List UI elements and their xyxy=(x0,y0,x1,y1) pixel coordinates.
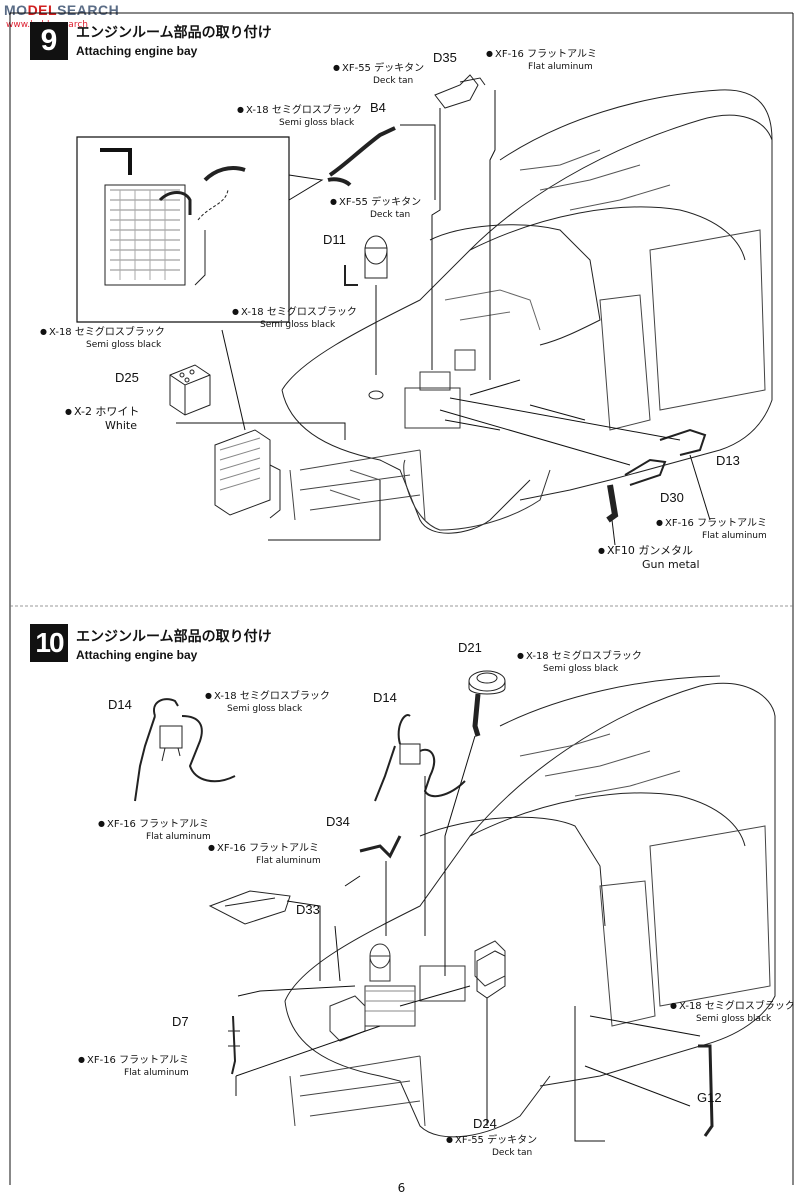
paint-x18-b-en: Semi gloss black xyxy=(260,320,336,330)
paint-x18-10b-en: Semi gloss black xyxy=(227,704,303,714)
part-g12: G12 xyxy=(697,1090,722,1105)
step-9-illustration xyxy=(0,0,803,606)
paint-xf10-jp: XF10 ガンメタル xyxy=(598,544,700,558)
paint-x18-b-jp: X-18 セミグロスブラック xyxy=(232,306,357,319)
paint-xf55-10-jp: XF-55 デッキタン xyxy=(446,1134,537,1147)
part-d21: D21 xyxy=(458,640,482,655)
paint-label-x18-b: X-18 セミグロスブラック Semi gloss black xyxy=(232,306,357,331)
paint-xf55-a-en: Deck tan xyxy=(373,76,414,86)
part-d11: D11 xyxy=(323,232,346,247)
watermark-suffix: SEARCH xyxy=(57,2,120,18)
paint-label-x18-10a: X-18 セミグロスブラック Semi gloss black xyxy=(517,650,642,675)
paint-x2-jp: X-2 ホワイト xyxy=(65,405,139,419)
part-d34: D34 xyxy=(326,814,350,829)
part-d7: D7 xyxy=(172,1014,189,1029)
paint-label-xf55-10: XF-55 デッキタン Deck tan xyxy=(446,1134,537,1159)
paint-label-x18-10c: X-18 セミグロスブラック Semi gloss black xyxy=(670,1000,795,1025)
part-d13: D13 xyxy=(716,453,740,468)
step-9-title-jp: エンジンルーム部品の取り付け xyxy=(76,25,272,41)
step-9-number: 9 xyxy=(30,22,68,60)
paint-label-xf55-b: XF-55 デッキタン Deck tan xyxy=(330,196,421,221)
part-d14-left: D14 xyxy=(108,697,132,712)
paint-x18-10c-jp: X-18 セミグロスブラック xyxy=(670,1000,795,1013)
paint-xf55-10-en: Deck tan xyxy=(492,1148,533,1158)
step-10-number: 10 xyxy=(30,624,68,662)
paint-xf16-b-jp: XF-16 フラットアルミ xyxy=(656,517,767,530)
paint-x2-en: White xyxy=(105,419,137,432)
paint-label-x18-10b: X-18 セミグロスブラック Semi gloss black xyxy=(205,690,330,715)
step-10-title-en: Attaching engine bay xyxy=(76,648,198,662)
paint-xf16-10b-jp: XF-16 フラットアルミ xyxy=(208,842,321,855)
paint-label-x18-a: X-18 セミグロスブラック Semi gloss black xyxy=(237,104,362,129)
paint-xf16-10a-en: Flat aluminum xyxy=(146,832,211,842)
paint-xf16-a-en: Flat aluminum xyxy=(528,62,593,72)
part-d30: D30 xyxy=(660,490,684,505)
paint-xf16-b-en: Flat aluminum xyxy=(702,531,767,541)
paint-x18-10c-en: Semi gloss black xyxy=(696,1014,772,1024)
paint-xf55-b-jp: XF-55 デッキタン xyxy=(330,196,421,209)
watermark-red: DEL xyxy=(27,2,58,18)
paint-label-xf16-b: XF-16 フラットアルミ Flat aluminum xyxy=(656,517,767,542)
part-d14-right: D14 xyxy=(373,690,397,705)
paint-xf16-10c-en: Flat aluminum xyxy=(124,1068,189,1078)
page-number: 6 xyxy=(397,1181,406,1195)
paint-label-xf55-a: XF-55 デッキタン Deck tan xyxy=(333,62,424,87)
paint-label-xf16-10a: XF-16 フラットアルミ Flat aluminum xyxy=(98,818,211,843)
paint-x18-10b-jp: X-18 セミグロスブラック xyxy=(205,690,330,703)
part-d35: D35 xyxy=(433,50,457,65)
paint-label-xf16-a: XF-16 フラットアルミ Flat aluminum xyxy=(486,48,597,73)
paint-x18-a-en: Semi gloss black xyxy=(279,118,355,128)
paint-label-x18-c: X-18 セミグロスブラック Semi gloss black xyxy=(40,326,165,351)
part-b4: B4 xyxy=(370,100,386,115)
paint-xf16-a-jp: XF-16 フラットアルミ xyxy=(486,48,597,61)
paint-xf55-b-en: Deck tan xyxy=(370,210,411,220)
paint-x18-10a-en: Semi gloss black xyxy=(543,664,619,674)
paint-xf16-10a-jp: XF-16 フラットアルミ xyxy=(98,818,211,831)
step-9-title-en: Attaching engine bay xyxy=(76,44,198,58)
paint-x18-c-en: Semi gloss black xyxy=(86,340,162,350)
step-10-illustration xyxy=(0,606,803,1186)
paint-xf10-en: Gun metal xyxy=(642,558,700,571)
paint-label-xf10: XF10 ガンメタル Gun metal xyxy=(598,544,700,572)
paint-xf16-10c-jp: XF-16 フラットアルミ xyxy=(78,1054,189,1067)
paint-xf55-a-jp: XF-55 デッキタン xyxy=(333,62,424,75)
part-d33: D33 xyxy=(296,902,320,917)
paint-label-xf16-10b: XF-16 フラットアルミ Flat aluminum xyxy=(208,842,321,867)
paint-x18-10a-jp: X-18 セミグロスブラック xyxy=(517,650,642,663)
paint-x18-a-jp: X-18 セミグロスブラック xyxy=(237,104,362,117)
part-d24: D24 xyxy=(473,1116,497,1131)
paint-x18-c-jp: X-18 セミグロスブラック xyxy=(40,326,165,339)
paint-label-xf16-10c: XF-16 フラットアルミ Flat aluminum xyxy=(78,1054,189,1079)
paint-xf16-10b-en: Flat aluminum xyxy=(256,856,321,866)
paint-label-x2: X-2 ホワイト White xyxy=(65,405,139,433)
step-10-title-jp: エンジンルーム部品の取り付け xyxy=(76,629,272,645)
part-d25: D25 xyxy=(115,370,139,385)
